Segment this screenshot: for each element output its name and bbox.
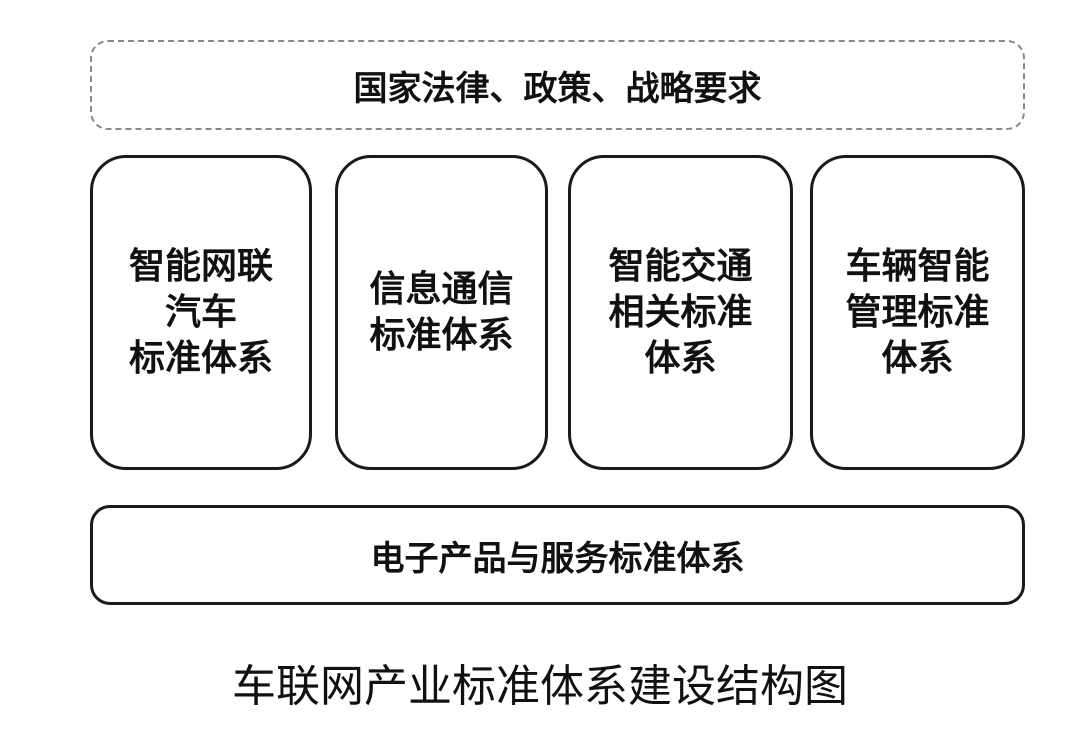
ict-standard-label: 信息通信 标准体系 xyxy=(369,268,514,356)
electronics-services-label: 电子产品与服务标准体系 xyxy=(370,538,745,579)
electronics-services-box: 电子产品与服务标准体系 xyxy=(90,505,1025,605)
icv-standard-label: 智能网联 汽车 标准体系 xyxy=(128,245,273,379)
national-policy-label: 国家法律、政策、战略要求 xyxy=(353,68,762,109)
its-standard-box: 智能交通 相关标准 体系 xyxy=(568,155,793,470)
icv-standard-box: 智能网联 汽车 标准体系 xyxy=(90,155,312,470)
vehicle-management-standard-label: 车辆智能 管理标准 体系 xyxy=(845,245,990,379)
ict-standard-box: 信息通信 标准体系 xyxy=(335,155,548,470)
diagram-caption: 车联网产业标准体系建设结构图 xyxy=(232,661,848,712)
vehicle-management-standard-box: 车辆智能 管理标准 体系 xyxy=(810,155,1025,470)
national-policy-box: 国家法律、政策、战略要求 xyxy=(90,40,1025,130)
its-standard-label: 智能交通 相关标准 体系 xyxy=(608,245,753,379)
